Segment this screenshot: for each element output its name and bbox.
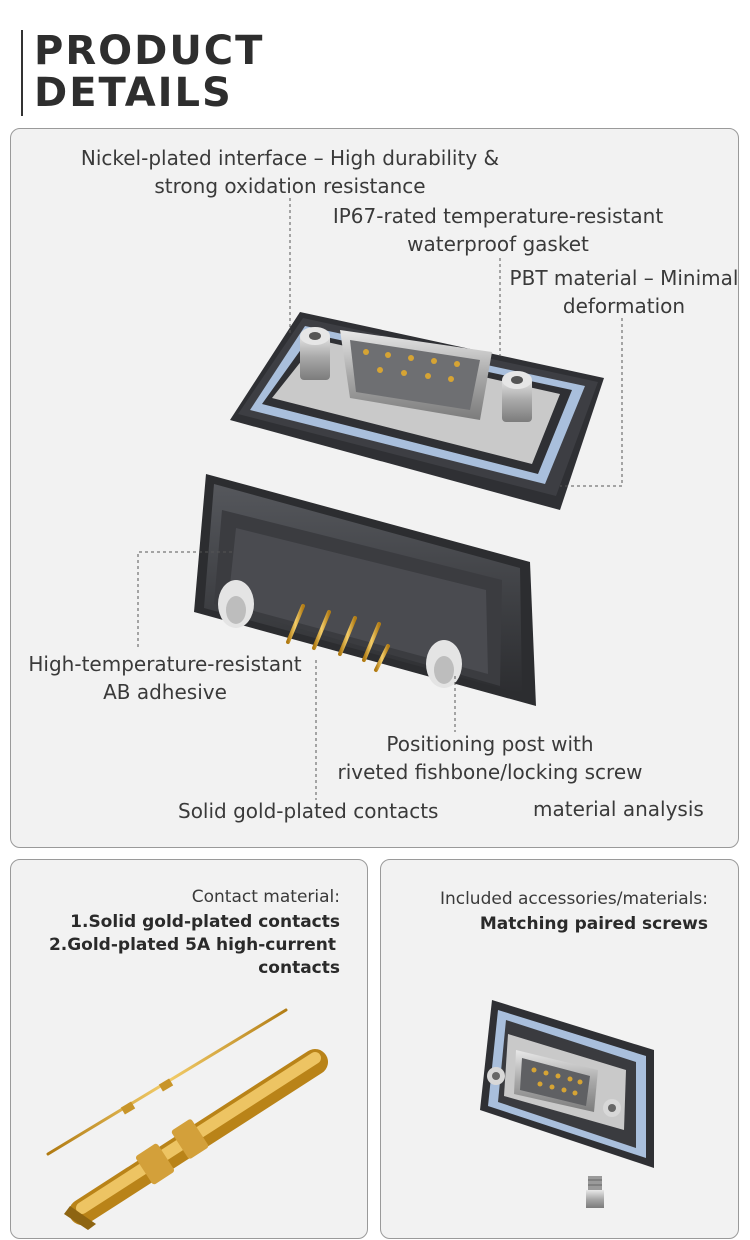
callout-gasket: IP67-rated temperature-resistant waterpr… [332, 204, 664, 256]
title-line-2: DETAILS [34, 70, 233, 116]
spare-screw [586, 1176, 604, 1208]
connector-front [230, 312, 604, 510]
callout-adhesive: High-temperature-resistant AB adhesive [28, 652, 302, 704]
page-title: PRODUCT DETAILS [34, 30, 264, 114]
callout-pbt: PBT material – Minimal deformation [509, 266, 739, 318]
leader-pbt [560, 318, 623, 487]
callout-contacts: Solid gold-plated contacts [178, 799, 439, 823]
callout-leaders [137, 198, 623, 800]
title-line-1: PRODUCT [34, 28, 265, 74]
accessory-item-1: Matching paired screws [479, 914, 708, 934]
connector-rear [194, 474, 536, 706]
callout-nickel: Nickel-plated interface – High durabilit… [80, 146, 500, 198]
title-accent-bar [21, 30, 23, 116]
contact-item-1: 1.Solid gold-plated contacts [70, 912, 340, 932]
callout-positioning-post: Positioning post with riveted fishbone/l… [337, 732, 643, 784]
connector-illustration [137, 198, 623, 800]
contact-material-heading: Contact material: [191, 887, 340, 907]
leader-adhesive [137, 551, 232, 650]
material-analysis-panel [10, 128, 739, 848]
connector-with-screw-illustration [480, 1000, 654, 1208]
contact-item-2: 2.Gold-plated 5A high-current contacts [48, 935, 340, 978]
accessories-heading: Included accessories/materials: [439, 889, 708, 909]
gold-contacts-illustration [46, 1008, 328, 1230]
material-analysis-caption: material analysis [533, 797, 704, 821]
contact-material-panel [10, 859, 368, 1239]
